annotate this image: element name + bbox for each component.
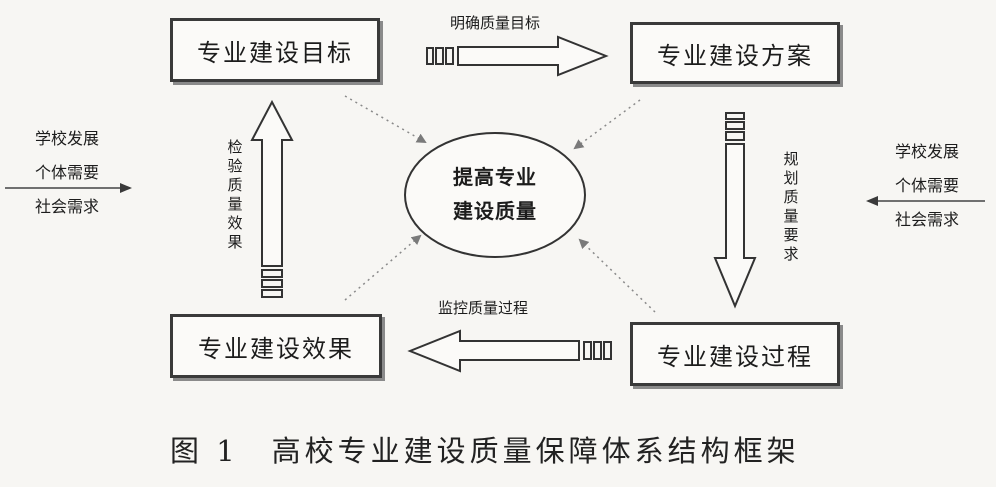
center-line-1: 提高专业 bbox=[453, 165, 537, 189]
center-ellipse bbox=[404, 132, 586, 258]
box-effect: 专业建设效果 bbox=[170, 314, 382, 378]
dotted-arrow-process bbox=[578, 238, 656, 313]
box-effect-label: 专业建设效果 bbox=[198, 334, 354, 363]
left-input-1: 学校发展 bbox=[34, 129, 99, 148]
right-inputs: 学校发展 个体需要 社会需求 bbox=[882, 135, 972, 237]
figure-caption: 图 1 高校专业建设质量保障体系结构框架 bbox=[170, 434, 800, 468]
box-plan-label: 专业建设方案 bbox=[657, 41, 813, 70]
left-block-arrow bbox=[250, 99, 294, 298]
top-block-arrow bbox=[426, 35, 609, 77]
right-input-3: 社会需求 bbox=[894, 210, 959, 229]
label-bottom-arrow: 监控质量过程 bbox=[438, 299, 529, 317]
right-block-arrow bbox=[713, 112, 757, 309]
right-input-2: 个体需要 bbox=[894, 176, 959, 195]
left-input-3: 社会需求 bbox=[34, 197, 99, 216]
center-line-2: 建设质量 bbox=[453, 199, 537, 223]
box-goal-label: 专业建设目标 bbox=[197, 38, 353, 67]
left-inputs: 学校发展 个体需要 社会需求 bbox=[22, 122, 112, 224]
label-top-arrow: 明确质量目标 bbox=[450, 14, 541, 32]
dotted-arrow-goal bbox=[344, 95, 427, 143]
center-text: 提高专业 建设质量 bbox=[405, 160, 585, 228]
left-input-2: 个体需要 bbox=[34, 163, 99, 182]
box-process-label: 专业建设过程 bbox=[657, 342, 813, 371]
label-left-arrow: 检验质量效果 bbox=[227, 138, 243, 251]
dotted-arrow-plan bbox=[573, 99, 641, 150]
right-input-1: 学校发展 bbox=[894, 142, 959, 161]
box-goal: 专业建设目标 bbox=[170, 18, 380, 82]
box-plan: 专业建设方案 bbox=[630, 22, 840, 84]
box-process: 专业建设过程 bbox=[630, 322, 840, 386]
label-right-arrow: 规划质量要求 bbox=[783, 150, 799, 263]
bottom-block-arrow bbox=[407, 329, 612, 373]
dotted-arrow-effect bbox=[344, 234, 422, 301]
